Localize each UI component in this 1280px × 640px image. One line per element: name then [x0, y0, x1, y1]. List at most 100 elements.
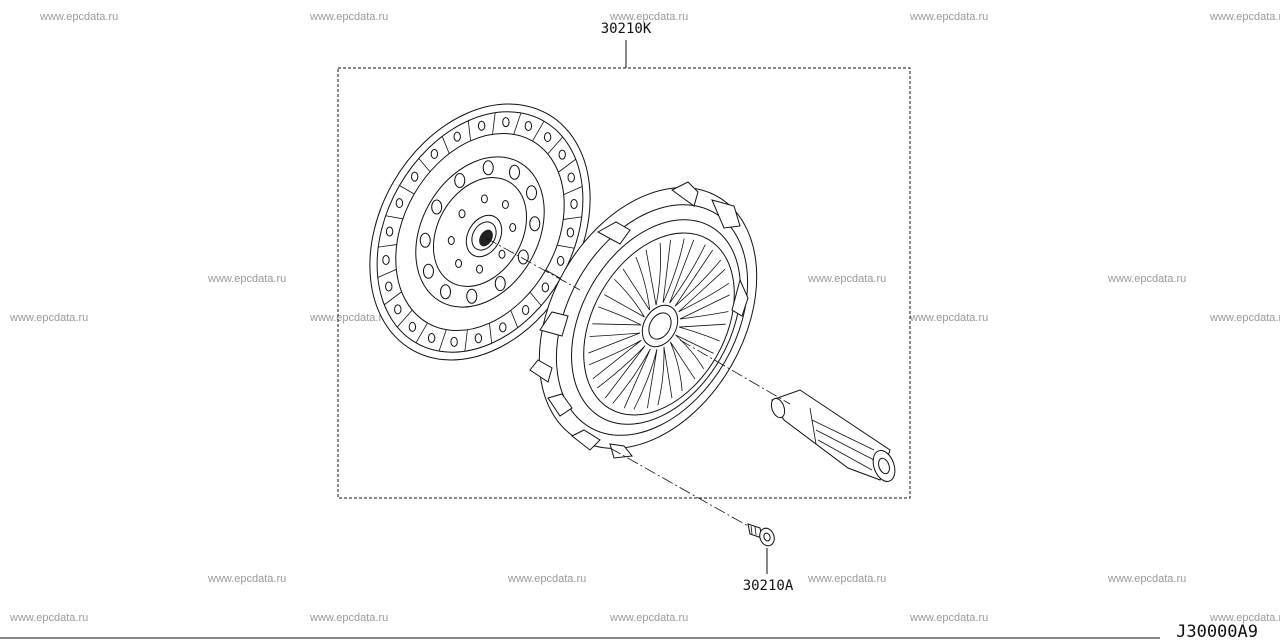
centerlines	[485, 237, 791, 527]
disc-spring-window	[431, 199, 443, 215]
watermark-text: www.epcdata.ru	[9, 312, 88, 324]
kit-boundary-box	[337, 67, 911, 499]
disc-spring-window	[517, 249, 529, 265]
diaphragm-finger	[645, 242, 662, 306]
watermark-text: www.epcdata.ru	[309, 312, 388, 324]
disc-lining-rivet	[556, 255, 565, 266]
disc-hub-rivet	[509, 222, 517, 232]
disc-lining-rivet	[410, 171, 419, 182]
disc-segment-divider	[397, 309, 413, 328]
disc-segment-divider	[547, 136, 563, 155]
disc-lining-rivet	[541, 282, 550, 293]
bolt-icon	[747, 523, 775, 547]
disc-lining-rivet	[499, 322, 507, 333]
disc-segment-divider	[510, 310, 519, 328]
disc-lining-rivet	[450, 336, 458, 347]
disc-lining-rivet	[408, 321, 417, 332]
diaphragm-finger	[612, 348, 651, 409]
disc-lining-rivet	[567, 172, 575, 183]
disc-segment-divider	[563, 186, 583, 195]
disc-segment-divider	[513, 112, 522, 135]
disc-segment-divider	[415, 322, 428, 344]
diaphragm-finger	[592, 306, 642, 326]
diaphragm-finger	[657, 346, 673, 406]
disc-segment-divider	[545, 269, 561, 279]
disc-lining-rivet	[385, 281, 393, 292]
watermark-text: www.epcdata.ru	[309, 11, 388, 23]
disc-hub-rivet	[455, 258, 463, 268]
watermark-text: www.epcdata.ru	[309, 612, 388, 624]
disc-lining-rivet	[521, 305, 530, 316]
disc-spring-window	[526, 185, 538, 201]
diaphragm-finger	[670, 341, 696, 392]
watermark-text: www.epcdata.ru	[1107, 273, 1186, 285]
disc-lining-rivet	[385, 226, 394, 237]
disc-lining-rivet	[382, 254, 390, 265]
watermark-text: www.epcdata.ru	[909, 11, 988, 23]
disc-spring-window	[419, 232, 431, 248]
disc-segment-divider	[438, 329, 447, 352]
diaphragm-finger	[678, 268, 730, 313]
disc-segment-divider	[399, 185, 415, 195]
disc-spring-window	[422, 263, 434, 279]
disc-segment-divider	[492, 112, 496, 135]
disc-hub-rivet	[498, 249, 506, 259]
watermark-text: www.epcdata.ru	[807, 573, 886, 585]
diaphragm-finger	[674, 249, 722, 307]
disc-lining-rivet	[394, 304, 402, 315]
watermark-text: www.epcdata.ru	[207, 573, 286, 585]
watermark-text: www.epcdata.ru	[207, 273, 286, 285]
diaphragm-finger	[588, 332, 641, 354]
disc-segment-divider	[558, 158, 576, 173]
watermark-text: www.epcdata.ru	[909, 612, 988, 624]
disc-segment-divider	[489, 323, 493, 344]
disc-hub-rivet	[501, 200, 509, 210]
watermark-text: www.epcdata.ru	[39, 11, 118, 23]
watermark-text: www.epcdata.ru	[807, 273, 886, 285]
disc-lining-rivet	[453, 131, 461, 142]
watermark-text: www.epcdata.ru	[609, 612, 688, 624]
disc-spring-window	[509, 164, 520, 180]
watermark-text: www.epcdata.ru	[9, 612, 88, 624]
disc-segment-divider	[418, 158, 431, 173]
callout-bolt-label: 30210A	[743, 578, 794, 594]
callout-kit-label: 30210K	[601, 21, 652, 37]
watermark-text: www.epcdata.ru	[1209, 612, 1280, 624]
disc-hub-rivet	[480, 194, 488, 204]
diaphragm-finger	[633, 349, 658, 410]
disc-lining-rivet	[524, 120, 533, 131]
disc-hub	[465, 214, 503, 258]
disc-segment-divider	[464, 329, 468, 352]
diaphragm-finger	[675, 334, 714, 369]
watermark-text: www.epcdata.ru	[909, 312, 988, 324]
disc-lining-rivet	[474, 333, 483, 344]
diaphragm-finger	[669, 239, 706, 304]
disc-segment-divider	[467, 120, 471, 141]
diaphragm-finger	[604, 278, 645, 318]
watermark-text: www.epcdata.ru	[507, 573, 586, 585]
disc-segment-divider	[377, 269, 397, 278]
disc-lining-rivet	[558, 149, 566, 160]
diaphragm-finger	[622, 256, 651, 311]
alignment-shaft-icon	[770, 389, 896, 482]
disc-lining-rivet	[430, 148, 439, 159]
disc-hub-rivet	[476, 264, 484, 274]
disc-segment-divider	[384, 291, 402, 306]
diaphragm-finger	[678, 323, 726, 342]
disc-segment-divider	[529, 291, 542, 306]
watermark-text: www.epcdata.ru	[1209, 11, 1280, 23]
disc-segment-divider	[441, 136, 450, 154]
diaphragm-finger	[662, 238, 685, 303]
disc-hub-rivet	[458, 209, 466, 219]
disc-hub-rivet	[447, 236, 455, 246]
disc-segment-divider	[563, 216, 582, 220]
disc-lining-rivet	[477, 120, 486, 131]
disc-segment-divider	[378, 244, 397, 248]
diaphragm-finger	[596, 345, 646, 399]
watermark-text: www.epcdata.ru	[609, 11, 688, 23]
disc-spring-window	[494, 276, 506, 292]
disc-lining-rivet	[570, 199, 578, 210]
disc-spring-window	[529, 216, 541, 232]
pressure-plate-icon	[529, 181, 758, 459]
